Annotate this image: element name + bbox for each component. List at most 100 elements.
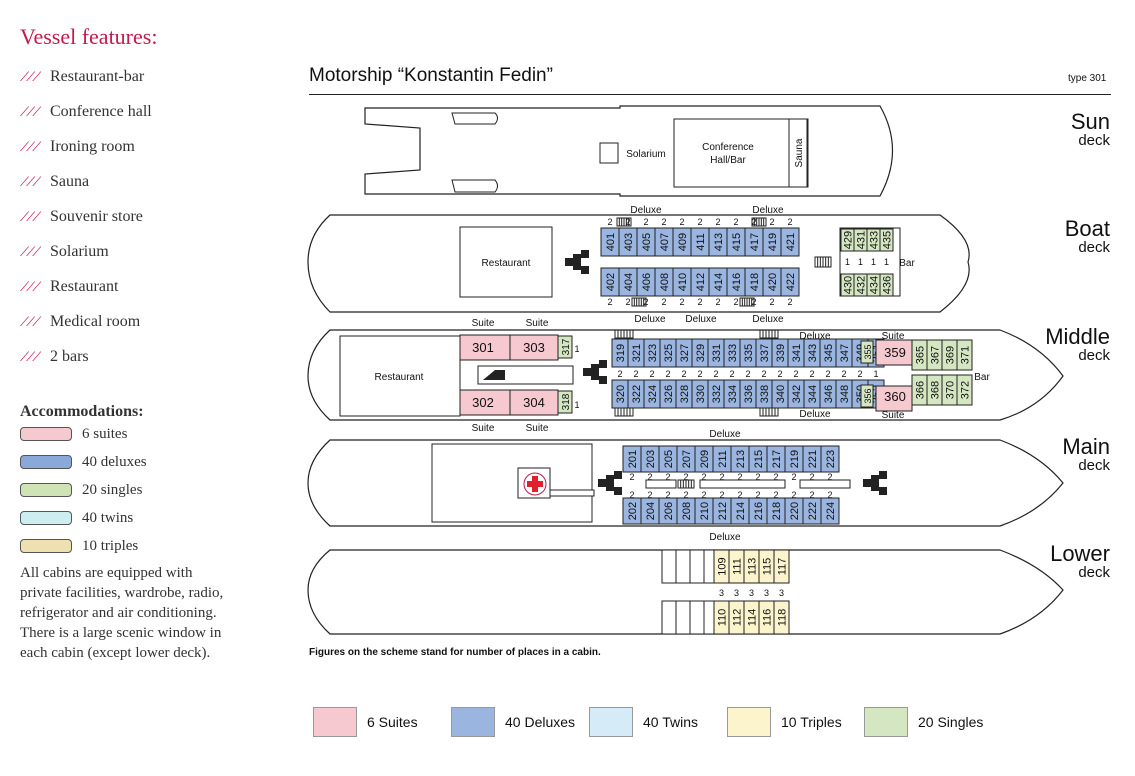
legend-label: 40 Deluxes <box>505 714 576 730</box>
cabin-number: 219 <box>789 450 801 468</box>
cabin-number: 346 <box>823 385 835 403</box>
cabin-single <box>557 335 573 359</box>
color-swatch <box>20 455 72 469</box>
accommodation-item: 40 deluxes <box>20 452 147 472</box>
berth-count: 1 <box>873 369 878 379</box>
ladder-step <box>581 266 589 274</box>
legend-item: 20 Singles <box>864 707 983 737</box>
boat-restaurant <box>459 226 553 298</box>
berth-count: 2 <box>607 217 612 227</box>
ornament-icon: ⟋⟋⟋ <box>20 279 41 294</box>
berth-count: 2 <box>643 217 648 227</box>
cabin-number: 408 <box>659 273 671 291</box>
suite-label: Suite <box>472 318 495 329</box>
lifeboat-shape <box>451 179 498 193</box>
berth-count: 2 <box>827 472 832 482</box>
title-divider <box>309 94 1111 95</box>
ladder-post <box>591 364 599 380</box>
berth-count: 3 <box>749 588 754 598</box>
ladder-step <box>599 360 607 368</box>
solarium-marker <box>599 142 619 164</box>
deluxe-label: Deluxe <box>752 205 784 216</box>
suite-label: Suite <box>882 331 905 342</box>
corridor <box>645 479 677 489</box>
legend-swatch <box>864 707 908 737</box>
stairs-outline <box>614 407 634 417</box>
iron-icon <box>483 370 505 380</box>
cabin-number: 222 <box>807 502 819 520</box>
accommodation-label: 40 twins <box>82 509 134 526</box>
cabin-number: 208 <box>681 502 693 520</box>
ladder-step <box>565 258 573 266</box>
deluxe-label: Deluxe <box>752 314 784 325</box>
cabin-number: 319 <box>615 344 627 362</box>
berth-count: 2 <box>647 490 652 500</box>
feature-label: Conference hall <box>50 103 152 120</box>
cabin-number: 341 <box>791 344 803 362</box>
legend-swatch <box>727 707 771 737</box>
stairs-outline <box>739 297 755 307</box>
cabin-single <box>956 339 973 371</box>
cabin-number: 412 <box>695 273 707 291</box>
cabin-number: 117 <box>777 558 789 576</box>
feature-item: ⟋⟋⟋Souvenir store <box>20 206 143 228</box>
cabin-number: 223 <box>825 450 837 468</box>
berth-count: 2 <box>809 472 814 482</box>
cabin-number: 367 <box>930 346 942 364</box>
feature-label: Restaurant-bar <box>50 68 145 85</box>
berth-count: 2 <box>729 369 734 379</box>
deluxe-label: Deluxe <box>709 532 741 543</box>
legend-item: 40 Twins <box>589 707 698 737</box>
berth-count: 2 <box>665 490 670 500</box>
cabin-number: 359 <box>884 345 906 360</box>
berth-count: 2 <box>793 369 798 379</box>
feature-item: ⟋⟋⟋Conference hall <box>20 101 152 123</box>
cabin-number: 218 <box>771 502 783 520</box>
legend-label: 10 Triples <box>781 714 842 730</box>
cabin-number: 413 <box>713 233 725 251</box>
cabin-single <box>860 340 874 364</box>
feature-label: Restaurant <box>50 278 119 295</box>
legend-swatch <box>589 707 633 737</box>
berth-count: 2 <box>809 490 814 500</box>
cabin-number: 323 <box>647 344 659 362</box>
ladder-step <box>583 368 591 376</box>
stairs-icon <box>631 297 647 307</box>
berth-count: 2 <box>661 297 666 307</box>
lifeboat-shape <box>451 112 498 125</box>
cabin-suite <box>875 339 913 366</box>
suite-label: Suite <box>526 423 549 434</box>
conference-label: Conference <box>702 142 754 153</box>
feature-item: ⟋⟋⟋Ironing room <box>20 136 135 158</box>
berth-count: 2 <box>661 217 666 227</box>
cabin-number: 325 <box>663 344 675 362</box>
berth-count: 2 <box>697 217 702 227</box>
cabin-number: 435 <box>882 231 894 249</box>
cabin-number: 303 <box>523 340 545 355</box>
cabin-number: 321 <box>631 344 643 362</box>
ship-type: type 301 <box>1068 73 1107 84</box>
bar-label: Bar <box>899 258 915 269</box>
cabin-number: 330 <box>695 385 707 403</box>
cabin-deluxe <box>780 227 800 257</box>
ladder-step <box>879 487 887 495</box>
suite-label: Suite <box>882 410 905 421</box>
ladder-icon <box>863 471 887 495</box>
medical-block <box>431 443 593 523</box>
ladder-icon <box>598 471 622 495</box>
berth-count: 2 <box>827 490 832 500</box>
berth-count: 2 <box>701 472 706 482</box>
solarium-label: Solarium <box>626 149 665 160</box>
cabin-number: 202 <box>627 502 639 520</box>
berth-count: 2 <box>617 369 622 379</box>
sauna-label: Sauna <box>794 138 805 167</box>
stairs-icon <box>616 217 632 227</box>
cabin-suite <box>459 334 511 361</box>
feature-label: Sauna <box>50 173 90 190</box>
cabin-number: 402 <box>605 273 617 291</box>
left-panel: Vessel features: ⟋⟋⟋Restaurant-bar⟋⟋⟋Con… <box>0 0 290 776</box>
